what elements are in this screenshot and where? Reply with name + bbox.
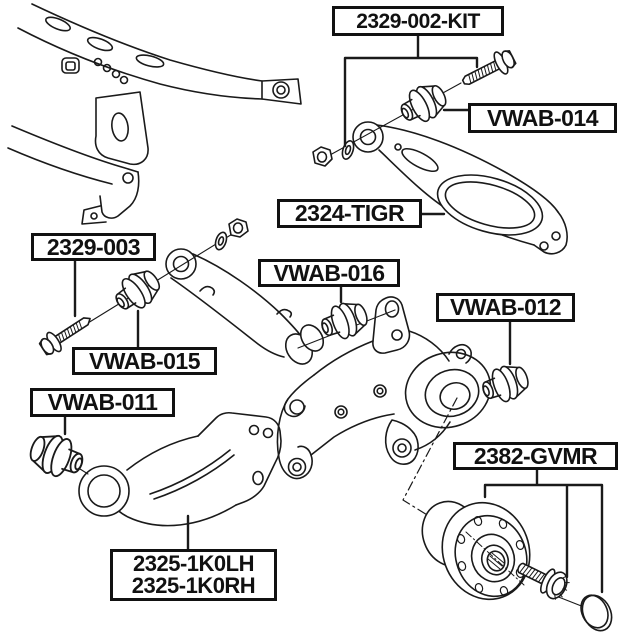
hub-cap-drawing — [580, 594, 613, 632]
trailing-arm-drawing — [78, 411, 282, 527]
part-label-2325-line2: 2325-1K0RH — [131, 573, 256, 598]
rear-subframe-drawing — [7, 3, 302, 225]
part-label-2382-gvmr[interactable]: 2382-GVMR — [453, 442, 618, 470]
hub-bolt-drawing — [517, 562, 570, 600]
kit-bolt-drawing — [461, 50, 517, 86]
bushing-vwab-011-drawing — [29, 434, 84, 478]
bushing-vwab-016-drawing — [321, 302, 368, 340]
knuckle-hub-centerline — [402, 397, 458, 522]
part-label-2325-line1: 2325-1K0LH — [133, 551, 254, 576]
kit-leader-lines — [343, 33, 479, 148]
camber-nut-washer-drawing — [214, 218, 249, 251]
part-label-2325-1k0[interactable]: 2325-1K0LH 2325-1K0RH — [110, 549, 277, 601]
camber-bolt-drawing — [38, 317, 91, 356]
part-label-vwab-016[interactable]: VWAB-016 — [258, 259, 400, 287]
part-label-vwab-012[interactable]: VWAB-012 — [436, 293, 575, 322]
part-label-vwab-014[interactable]: VWAB-014 — [468, 103, 617, 133]
rear-control-arm-drawing — [352, 121, 568, 255]
part-label-2329-003[interactable]: 2329-003 — [31, 233, 156, 261]
wheel-hub-drawing — [421, 500, 531, 601]
bushing-vwab-012-drawing — [482, 365, 529, 403]
knuckle-drawing — [276, 296, 492, 480]
part-label-vwab-015[interactable]: VWAB-015 — [72, 347, 217, 375]
part-label-2324-tigr[interactable]: 2324-TIGR — [277, 199, 422, 228]
kit-nut-washer-drawing — [312, 140, 355, 167]
gvmr-leader-lines — [483, 468, 604, 594]
bushing-vwab-015-drawing — [115, 270, 161, 310]
part-label-2329-002-kit[interactable]: 2329-002-KIT — [332, 6, 504, 36]
part-label-vwab-011[interactable]: VWAB-011 — [30, 388, 175, 417]
bushing-vwab-014-drawing — [400, 84, 447, 123]
